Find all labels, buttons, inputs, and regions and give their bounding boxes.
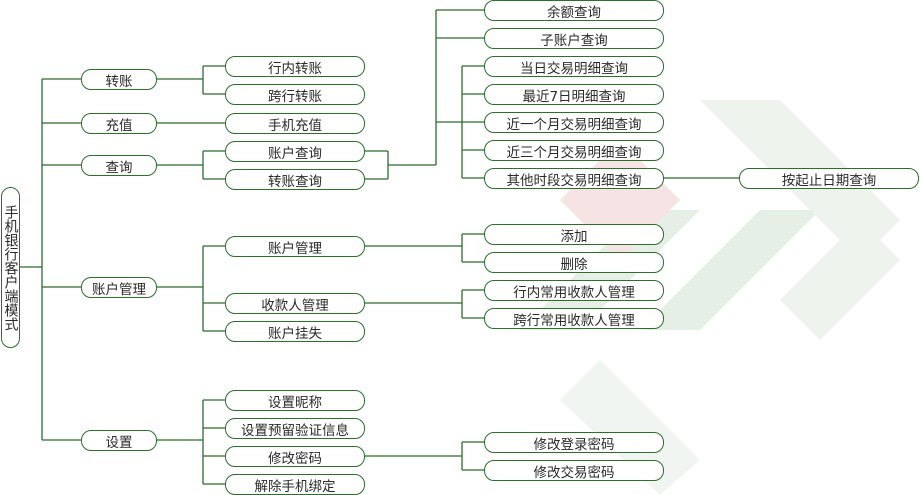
node-other-period-detail-query: 其他时段交易明细查询 <box>484 168 664 189</box>
node-account-manage: 账户管理 <box>225 236 365 257</box>
root-node: 手机银行客户端模式 <box>1 187 20 348</box>
node-recharge: 充值 <box>81 113 157 134</box>
node-inter-payee-manage: 跨行常用收款人管理 <box>484 308 664 329</box>
node-set-nickname: 设置昵称 <box>225 390 365 411</box>
node-intra-payee-manage: 行内常用收款人管理 <box>484 280 664 301</box>
node-settings: 设置 <box>81 430 157 451</box>
node-account-query: 账户查询 <box>225 141 365 162</box>
node-mobile-recharge: 手机充值 <box>225 113 365 134</box>
node-inter-bank-transfer: 跨行转账 <box>225 84 365 105</box>
node-account-management: 账户管理 <box>81 277 157 298</box>
node-intra-bank-transfer: 行内转账 <box>225 56 365 77</box>
node-today-detail-query: 当日交易明细查询 <box>484 56 664 77</box>
node-add: 添加 <box>484 224 664 245</box>
node-query: 查询 <box>81 155 157 176</box>
node-transfer-query: 转账查询 <box>225 169 365 190</box>
node-balance-query: 余额查询 <box>484 0 664 21</box>
node-delete: 删除 <box>484 252 664 273</box>
node-set-reserved-info: 设置预留验证信息 <box>225 418 365 439</box>
node-change-password: 修改密码 <box>225 446 365 467</box>
node-change-login-password: 修改登录密码 <box>484 432 664 453</box>
node-sub-account-query: 子账户查询 <box>484 28 664 49</box>
node-last7-detail-query: 最近7日明细查询 <box>484 84 664 105</box>
node-unbind-phone: 解除手机绑定 <box>225 474 365 495</box>
node-transfer: 转账 <box>81 69 157 90</box>
node-payee-manage: 收款人管理 <box>225 293 365 314</box>
node-date-range-query: 按起止日期查询 <box>739 168 919 189</box>
node-last-month-detail-query: 近一个月交易明细查询 <box>484 112 664 133</box>
node-report-loss: 账户挂失 <box>225 321 365 342</box>
node-change-trade-password: 修改交易密码 <box>484 460 664 481</box>
node-last-3months-detail-query: 近三个月交易明细查询 <box>484 140 664 161</box>
